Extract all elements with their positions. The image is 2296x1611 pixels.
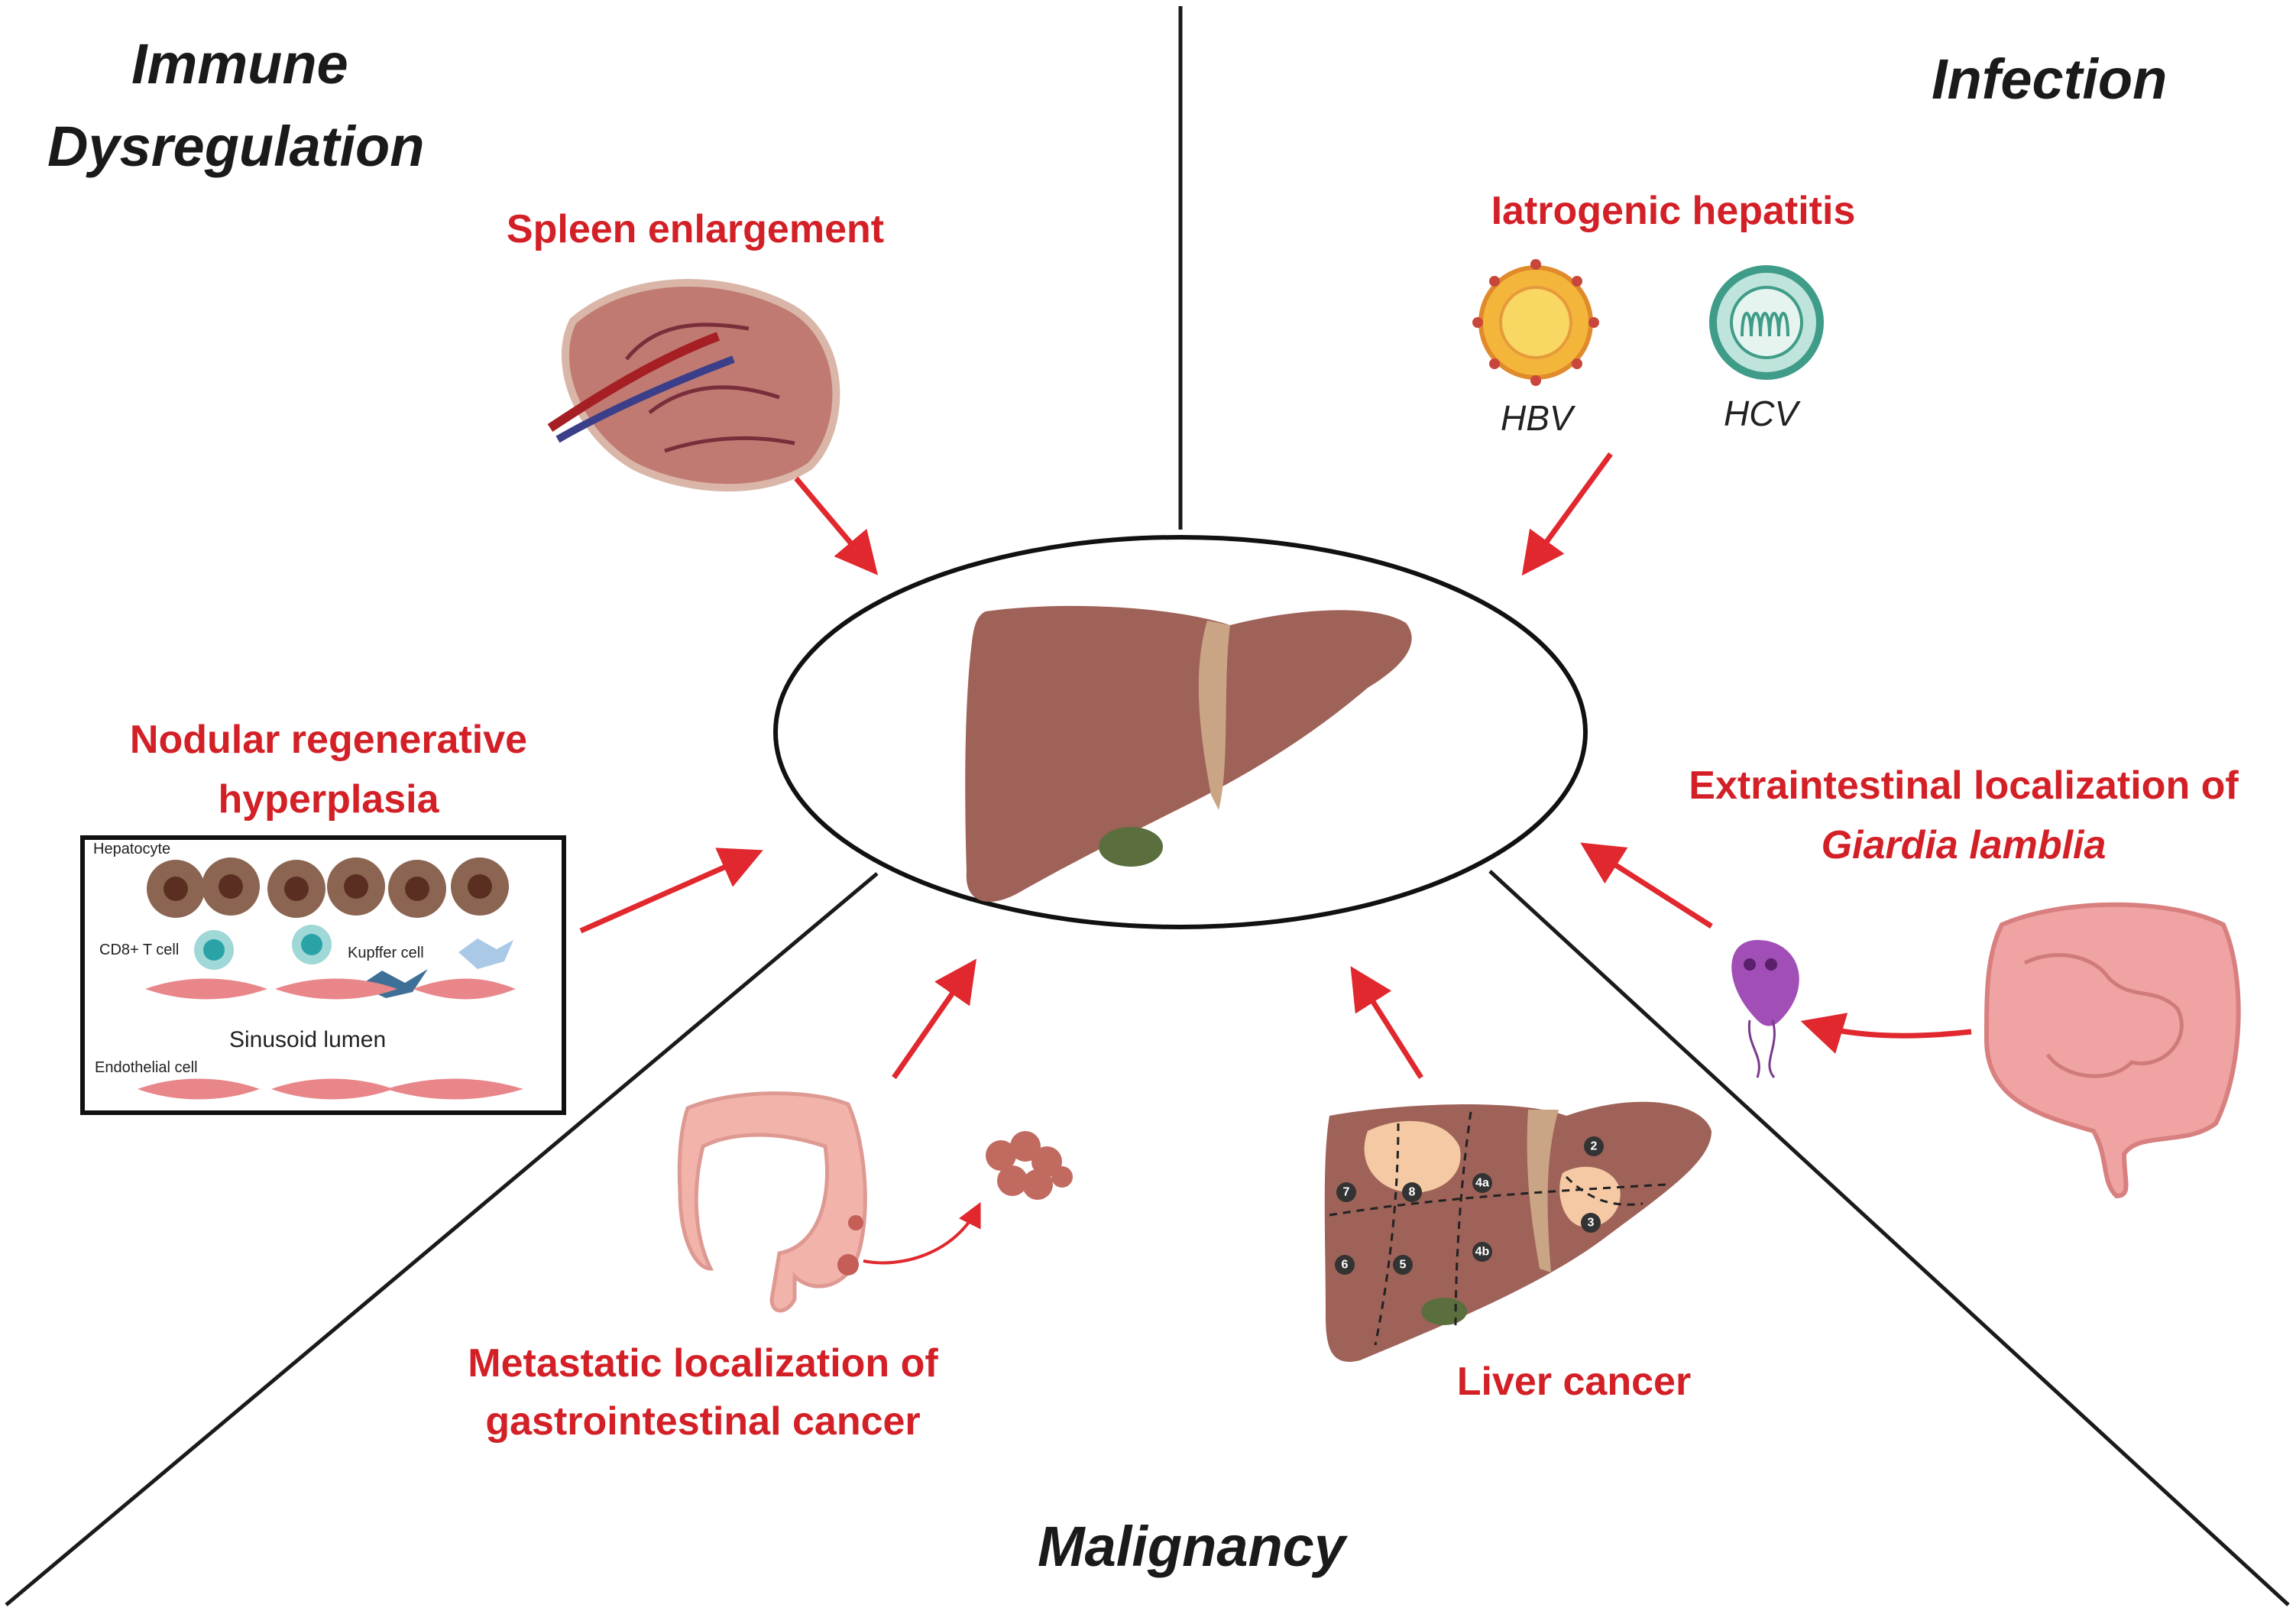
nrh-panel	[80, 835, 566, 1115]
quadrant-title-infection: Infection	[1932, 47, 2168, 111]
tumor-cell-cluster	[986, 1131, 1073, 1200]
segment-label: 3	[1588, 1217, 1595, 1230]
label-metastatic-line2: gastrointestinal cancer	[485, 1399, 921, 1444]
quadrant-title-immune: Immune	[131, 32, 348, 96]
cd8-t-cells	[194, 925, 332, 970]
hbv-virus-icon	[1472, 259, 1599, 386]
label-hbv: HBV	[1501, 398, 1573, 438]
nrh-endothelial-label: Endothelial cell	[95, 1059, 198, 1076]
spleen-illustration	[547, 279, 840, 492]
arrow-hepatitis	[1521, 452, 1613, 576]
liver-cancer-illustration: 7 8 4a 2 3 6 5 4b	[1324, 1101, 1711, 1362]
label-liver-cancer: Liver cancer	[1456, 1360, 1692, 1404]
segment-label: 4a	[1475, 1177, 1489, 1190]
arrow-metastatic	[892, 958, 976, 1079]
small-intestine-illustration	[1983, 902, 2241, 1199]
divider-bottom-right	[1488, 870, 2290, 1606]
label-iatrogenic-hepatitis: Iatrogenic hepatitis	[1491, 189, 1856, 233]
label-nrh-line2: hyperplasia	[218, 777, 439, 822]
segment-label: 4b	[1475, 1246, 1490, 1259]
segment-label: 8	[1409, 1186, 1416, 1199]
divider-bottom-left	[5, 872, 879, 1606]
arrows	[579, 452, 1972, 1079]
label-giardia-line2: Giardia lamblia	[1821, 823, 2107, 867]
label-hcv: HCV	[1724, 394, 1799, 433]
arrow-liver-cancer	[1350, 966, 1423, 1079]
nrh-cd8-label: CD8+ T cell	[99, 942, 180, 958]
liver-segment-markers	[1335, 1136, 1604, 1275]
nrh-kupffer-label: Kupffer cell	[348, 945, 424, 961]
arrow-intestine-to-giardia	[1800, 1013, 1972, 1054]
segment-label: 5	[1400, 1259, 1407, 1272]
segment-label: 2	[1591, 1140, 1598, 1153]
sinusoid-endothelium-top	[145, 978, 516, 1000]
tumor-mass-left	[1364, 1120, 1461, 1193]
arrow-giardia	[1580, 842, 1713, 929]
arrow-spleen	[794, 476, 879, 575]
arrow-nrh	[579, 848, 763, 934]
quadrant-dividers	[5, 6, 2290, 1606]
central-liver-illustration	[965, 605, 1412, 902]
colon-illustration	[677, 1091, 981, 1313]
hcv-virus-icon	[1709, 265, 1824, 380]
label-spleen-enlargement: Spleen enlargement	[506, 207, 885, 251]
giardia-lamblia-icon	[1731, 940, 1799, 1078]
sinusoid-endothelium-bottom	[138, 1078, 523, 1100]
segment-label: 6	[1342, 1259, 1349, 1272]
label-nrh-line1: Nodular regenerative	[129, 718, 528, 762]
label-giardia-line1: Extraintestinal localization of	[1689, 763, 2239, 808]
nrh-lumen-label: Sinusoid lumen	[229, 1027, 387, 1052]
quadrant-title-immune-line2: Dysregulation	[47, 115, 425, 178]
segment-label: 7	[1343, 1186, 1350, 1199]
tumor-mass-right	[1559, 1166, 1621, 1227]
nrh-hepatocyte-label: Hepatocyte	[93, 841, 171, 857]
quadrant-title-malignancy: Malignancy	[1038, 1515, 1346, 1578]
label-metastatic-line1: Metastatic localization of	[468, 1341, 938, 1386]
